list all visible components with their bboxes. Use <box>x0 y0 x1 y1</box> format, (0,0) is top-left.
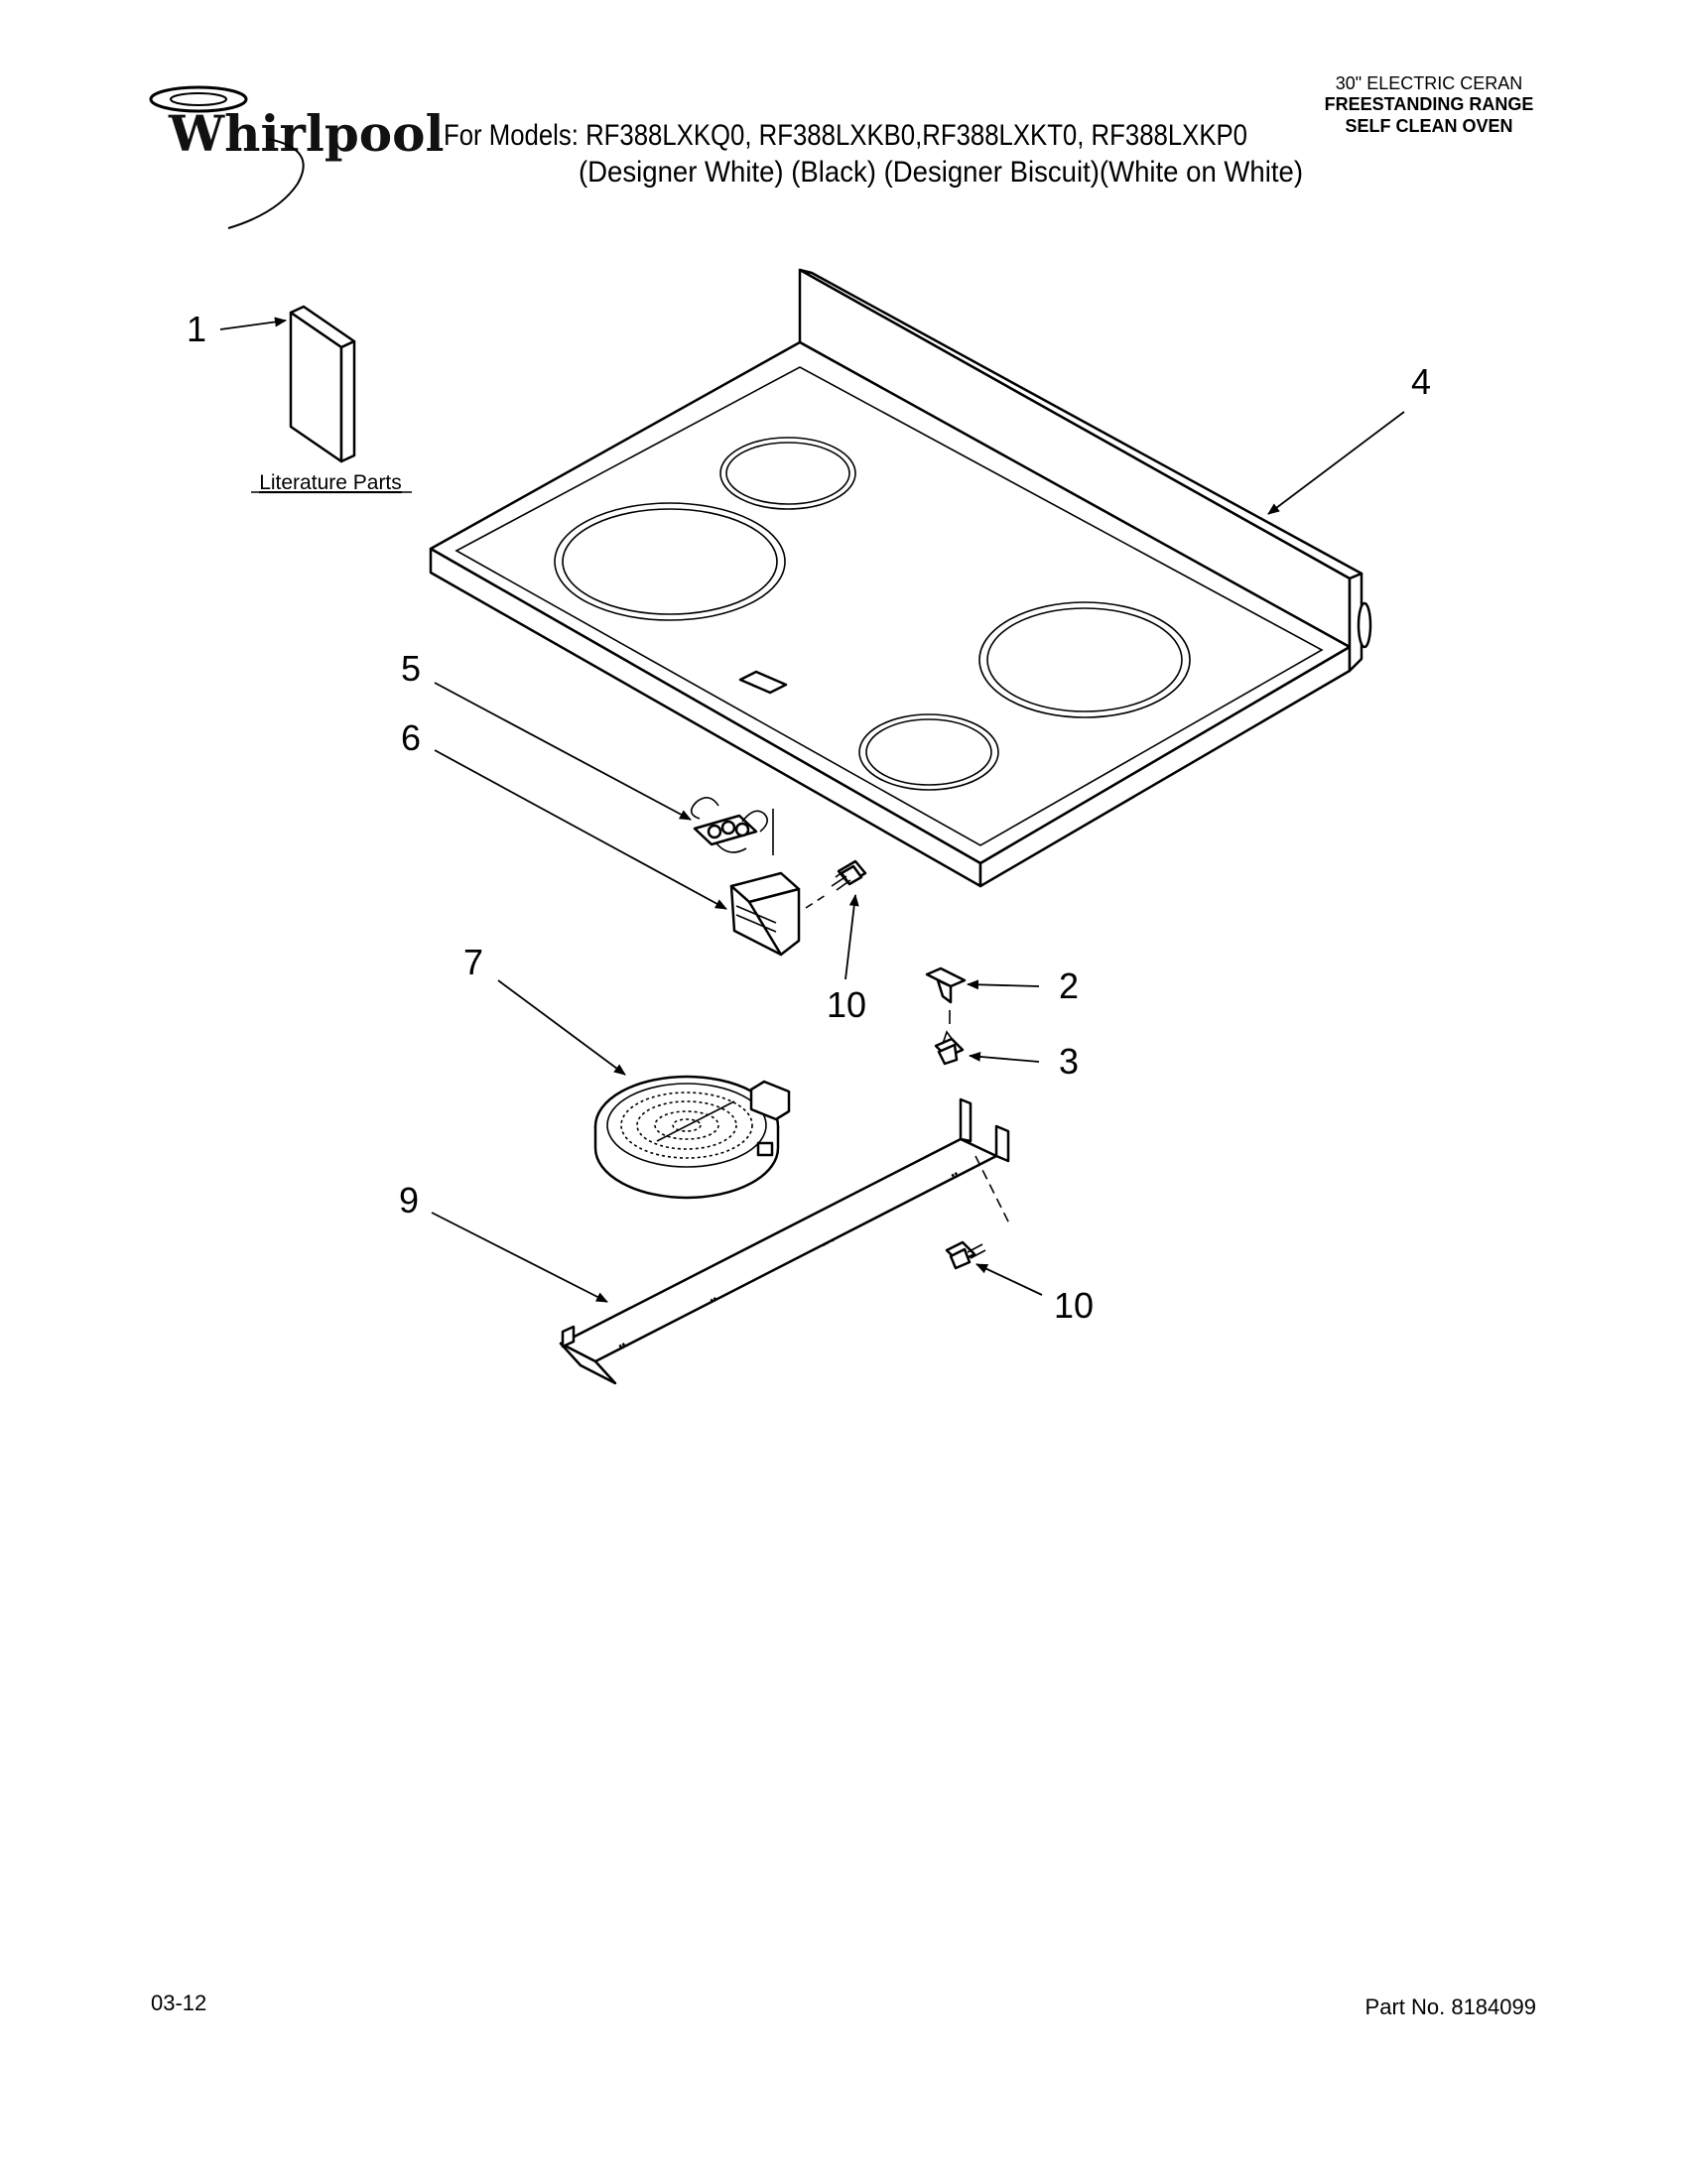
models-line: For Models: RF388LXKQ0, RF388LXKB0,RF388… <box>444 119 1247 152</box>
clip-screw <box>934 1030 965 1066</box>
callout-1: 1 <box>187 309 206 349</box>
element-support-bracket: ▪▪ ▪▪ ▪ ▪▪ ▪▪ <box>559 1097 1011 1385</box>
svg-text:▪▪: ▪▪ <box>708 1293 719 1306</box>
footer-part-number: Part No. 8184099 <box>1365 1994 1536 2019</box>
callout-10-lower: 10 <box>1054 1285 1094 1326</box>
burner-rear-left <box>719 437 856 510</box>
logo-swirl-icon <box>149 85 248 113</box>
screw-lower <box>945 1240 986 1270</box>
burner-front-right <box>858 713 999 791</box>
colors-line: (Designer White) (Black) (Designer Biscu… <box>579 156 1303 189</box>
product-line-1: 30" ELECTRIC CERAN <box>1336 73 1522 93</box>
callout-9: 9 <box>399 1180 419 1220</box>
callout-10-upper: 10 <box>827 984 866 1025</box>
callout-4: 4 <box>1411 361 1431 402</box>
footer-date: 03-12 <box>151 1991 206 2015</box>
brand-name: Whirlpool <box>168 104 445 163</box>
burner-rear-right <box>978 601 1191 718</box>
burner-front-left <box>554 502 786 621</box>
screw-upper <box>831 859 867 891</box>
terminal-block-harness <box>690 797 774 855</box>
literature-parts-label: Literature Parts <box>259 471 402 494</box>
terminal-bracket <box>729 871 827 957</box>
literature-parts-booklet <box>289 305 356 463</box>
whirlpool-logo: Whirlpool <box>149 85 445 229</box>
svg-text:▪▪: ▪▪ <box>949 1168 961 1181</box>
mounting-clip <box>925 966 967 1024</box>
callout-7: 7 <box>463 942 483 982</box>
cooktop-glass <box>429 268 1372 888</box>
product-line-3: SELF CLEAN OVEN <box>1345 116 1512 136</box>
product-line-2: FREESTANDING RANGE <box>1325 94 1534 114</box>
callout-6: 6 <box>401 717 421 758</box>
callout-2: 2 <box>1059 965 1079 1006</box>
callout-3: 3 <box>1059 1041 1079 1082</box>
svg-text:▪▪: ▪▪ <box>616 1339 628 1351</box>
callout-5: 5 <box>401 648 421 689</box>
radiant-surface-element <box>593 1075 791 1200</box>
